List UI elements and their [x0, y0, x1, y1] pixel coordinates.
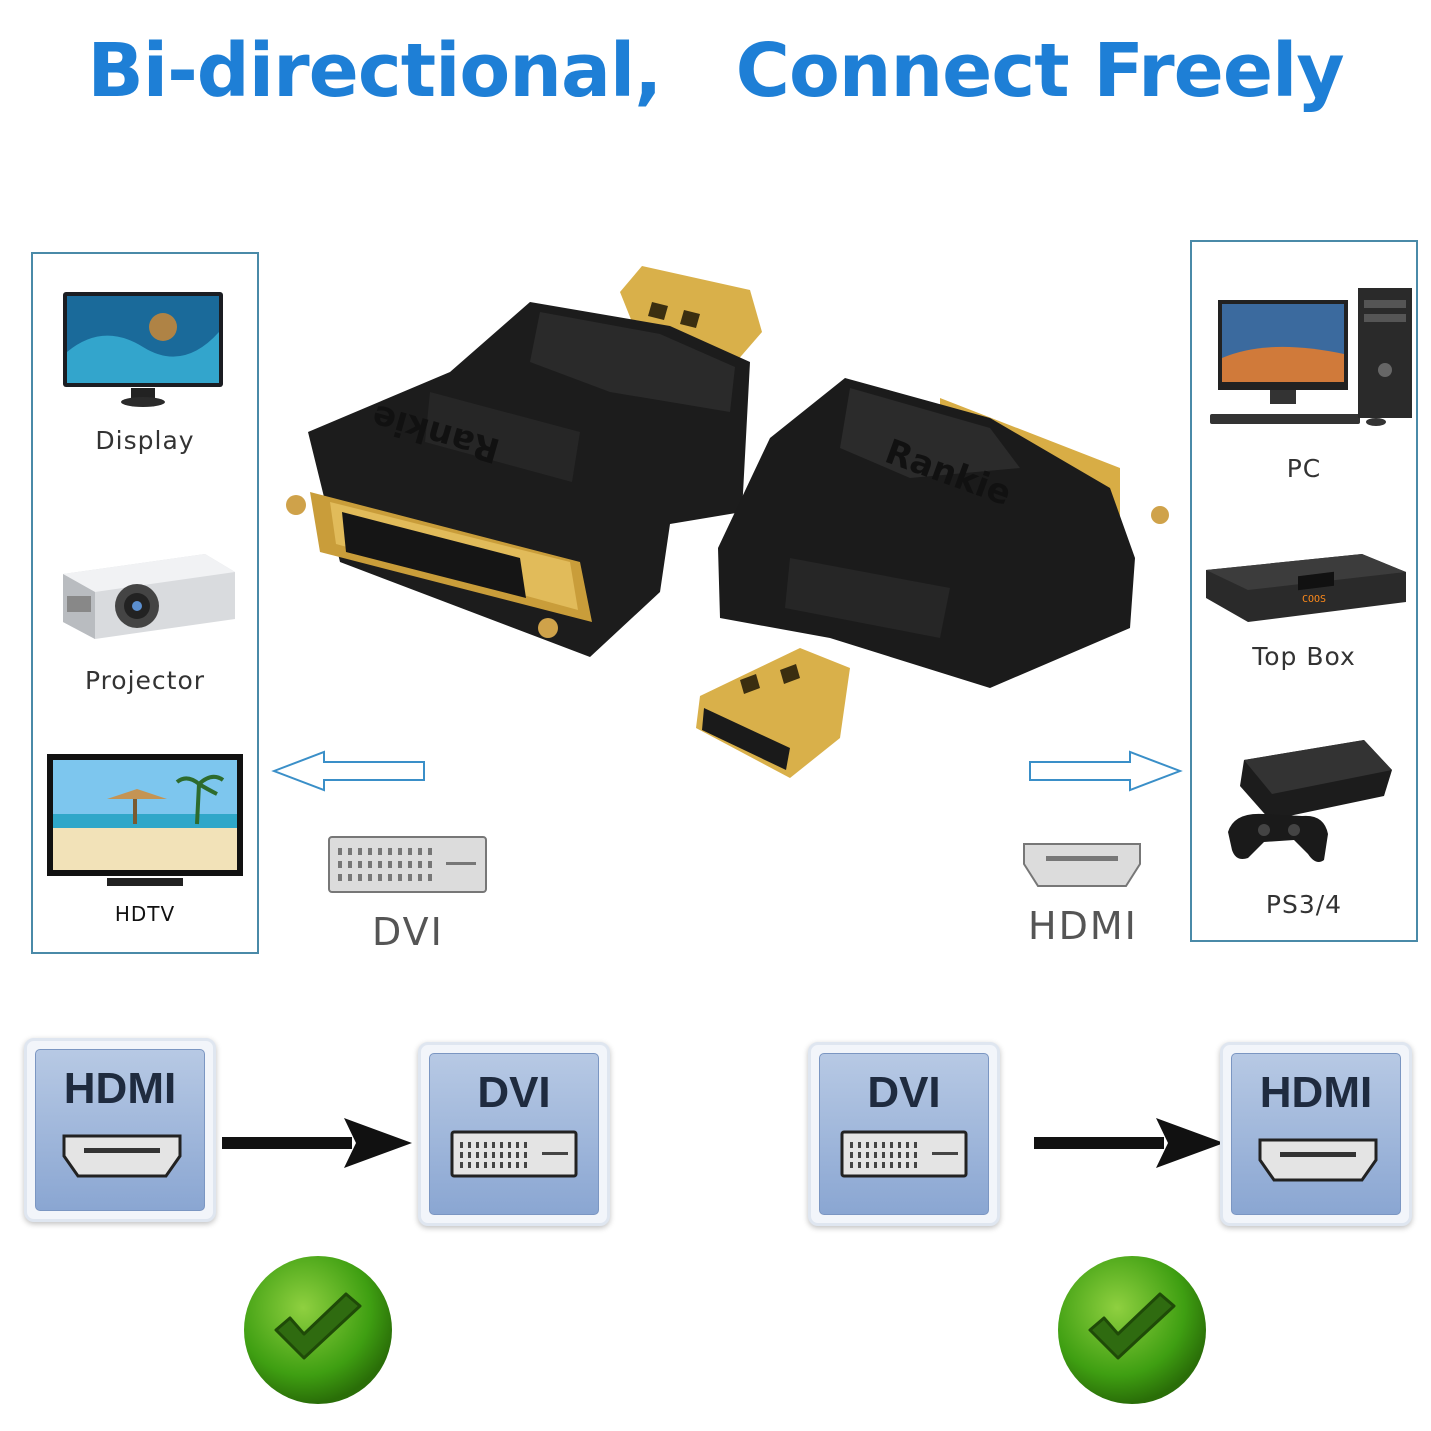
hdtv-icon [47, 754, 243, 886]
dvi-label: DVI [372, 910, 444, 954]
flow1-dvi-tile: DVI [418, 1042, 610, 1226]
projector-icon [63, 554, 235, 639]
right-device-panel: PC COOS Top Box PS3/4 [1190, 240, 1418, 942]
display-monitor-icon [63, 292, 223, 407]
flow1-arrow-icon [222, 1118, 412, 1168]
hdmi-port-icon [1023, 843, 1141, 887]
right-arrow-icon [1029, 750, 1183, 792]
left-arrow-icon [271, 750, 425, 792]
adapter-dvi-female-image: Rankie [286, 266, 762, 657]
flow1-dvi-label: DVI [477, 1068, 551, 1117]
pc-icon [1210, 288, 1412, 426]
flow1-hdmi-tile: HDMI [24, 1038, 216, 1222]
flow2-dvi-tile: DVI [808, 1042, 1000, 1226]
dvi-symbol-icon [450, 1130, 578, 1178]
device-label-ps: PS3/4 [1265, 890, 1343, 919]
top-box-icon: COOS [1206, 554, 1406, 622]
flow2-hdmi-tile: HDMI [1220, 1042, 1412, 1226]
dvi-symbol-icon [840, 1130, 968, 1178]
device-label-top-box: Top Box [1252, 642, 1356, 671]
flow2-arrow-icon [1034, 1118, 1224, 1168]
headline: Bi-directional, Connect Freely [87, 28, 1344, 114]
box-screen-text: COOS [1302, 594, 1326, 605]
flow2-hdmi-label: HDMI [1259, 1068, 1373, 1117]
flow1-hdmi-label: HDMI [63, 1064, 177, 1113]
device-label-display: Display [95, 426, 195, 455]
hdmi-symbol-icon [62, 1134, 182, 1178]
check-badge-left-icon [244, 1256, 392, 1404]
device-label-hdtv: HDTV [114, 902, 176, 926]
device-label-projector: Projector [84, 666, 206, 695]
ps-console-icon [1228, 740, 1392, 862]
check-badge-right-icon [1058, 1256, 1206, 1404]
hdmi-label: HDMI [1028, 904, 1138, 948]
left-device-panel: Display Projector HDTV [31, 252, 259, 954]
flow2-dvi-label: DVI [867, 1068, 941, 1117]
hdmi-symbol-icon [1258, 1138, 1378, 1182]
device-label-pc: PC [1286, 454, 1322, 483]
adapter-hdmi-male-image: Rankie [696, 378, 1169, 778]
dvi-port-icon [328, 836, 487, 893]
